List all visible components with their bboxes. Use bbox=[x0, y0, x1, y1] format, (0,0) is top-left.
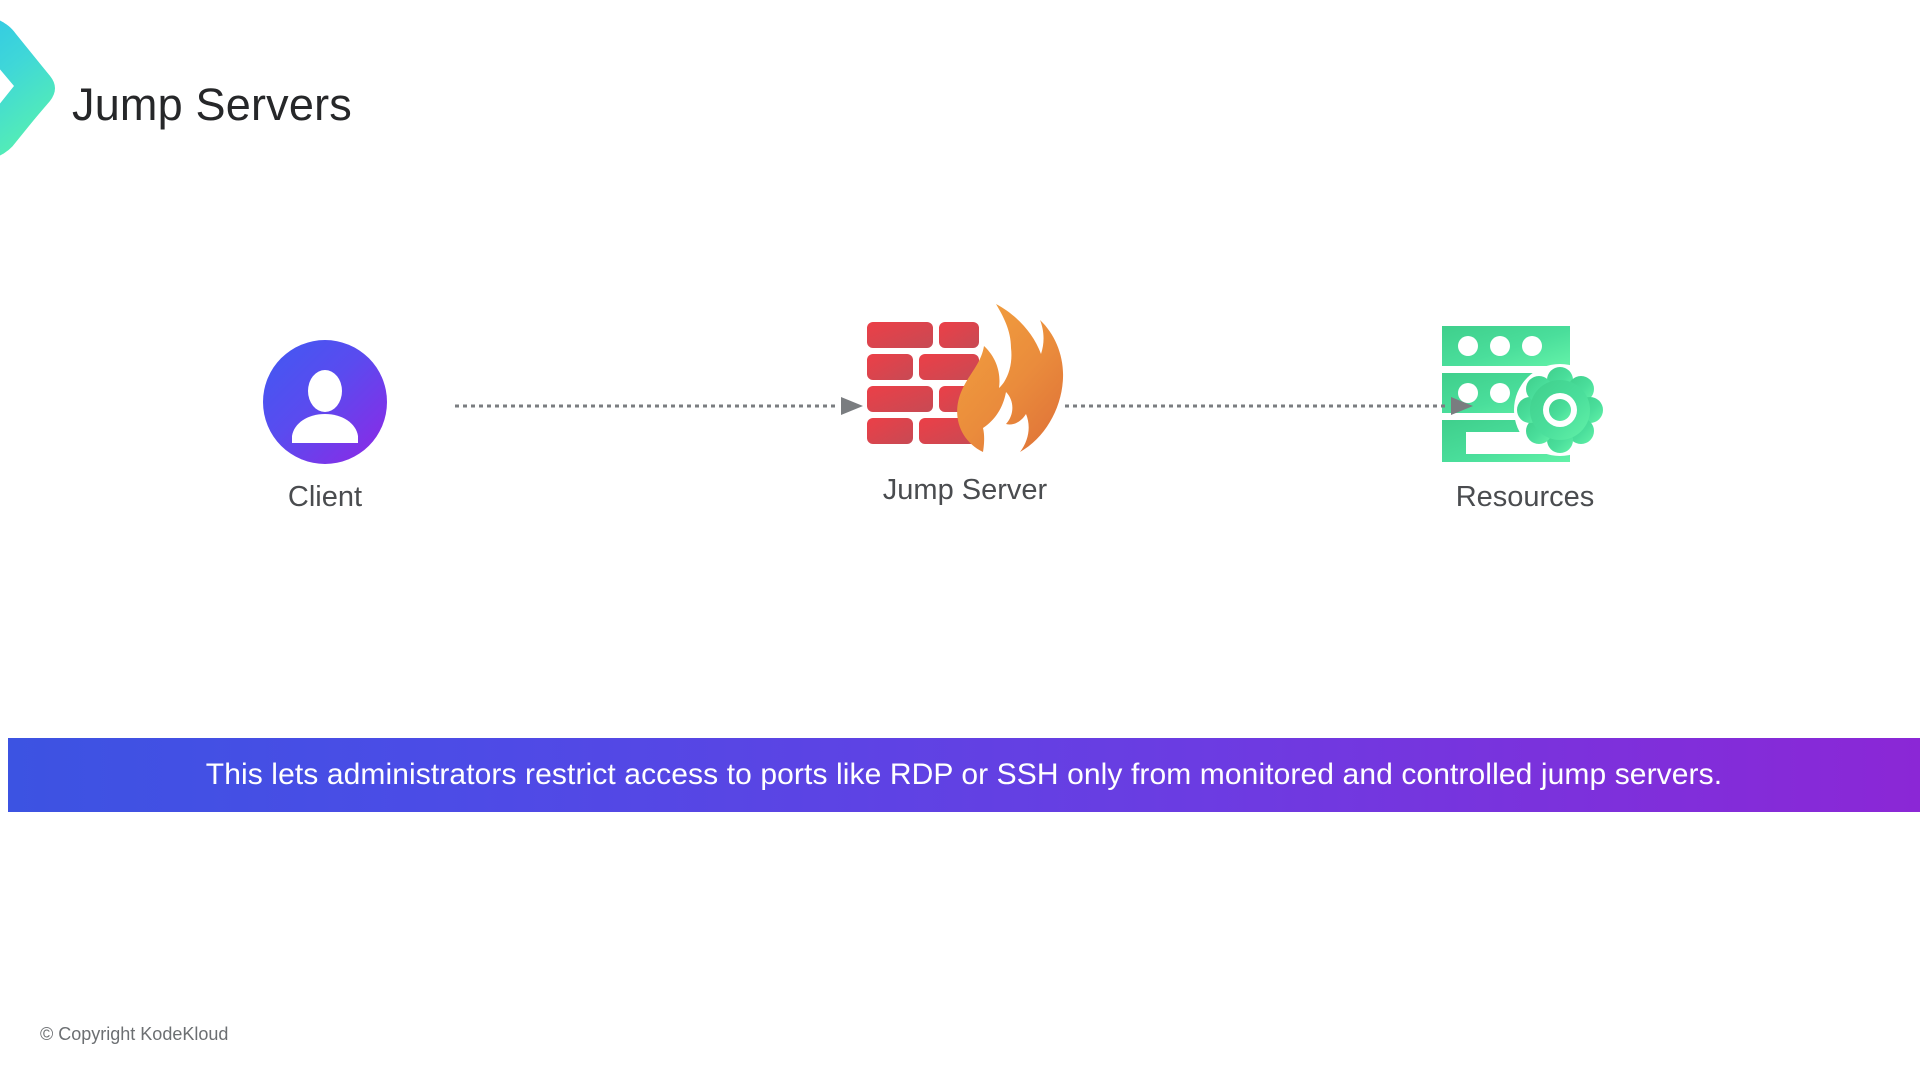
summary-banner-text: This lets administrators restrict access… bbox=[205, 758, 1723, 791]
user-avatar-icon bbox=[260, 337, 390, 467]
connector-jump-server-to-resources bbox=[1065, 394, 1475, 418]
architecture-diagram: Client bbox=[0, 280, 1920, 600]
diagram-node-label-resources: Resources bbox=[1455, 481, 1595, 513]
summary-banner: This lets administrators restrict access… bbox=[8, 738, 1920, 812]
diagram-node-label-client: Client bbox=[287, 481, 363, 513]
server-gear-icon bbox=[1438, 322, 1613, 467]
page-title: Jump Servers bbox=[72, 79, 352, 130]
diagram-node-jump-server[interactable]: Jump Server bbox=[835, 300, 1095, 507]
diagram-node-client[interactable]: Client bbox=[235, 337, 415, 514]
firewall-icon bbox=[863, 300, 1068, 460]
diagram-node-resources[interactable]: Resources bbox=[1395, 322, 1655, 514]
connector-client-to-jump-server bbox=[455, 394, 865, 418]
chevron-logo-icon bbox=[0, 18, 62, 158]
copyright-notice: © Copyright KodeKloud bbox=[40, 1024, 229, 1044]
diagram-node-label-jump-server: Jump Server bbox=[882, 474, 1048, 506]
